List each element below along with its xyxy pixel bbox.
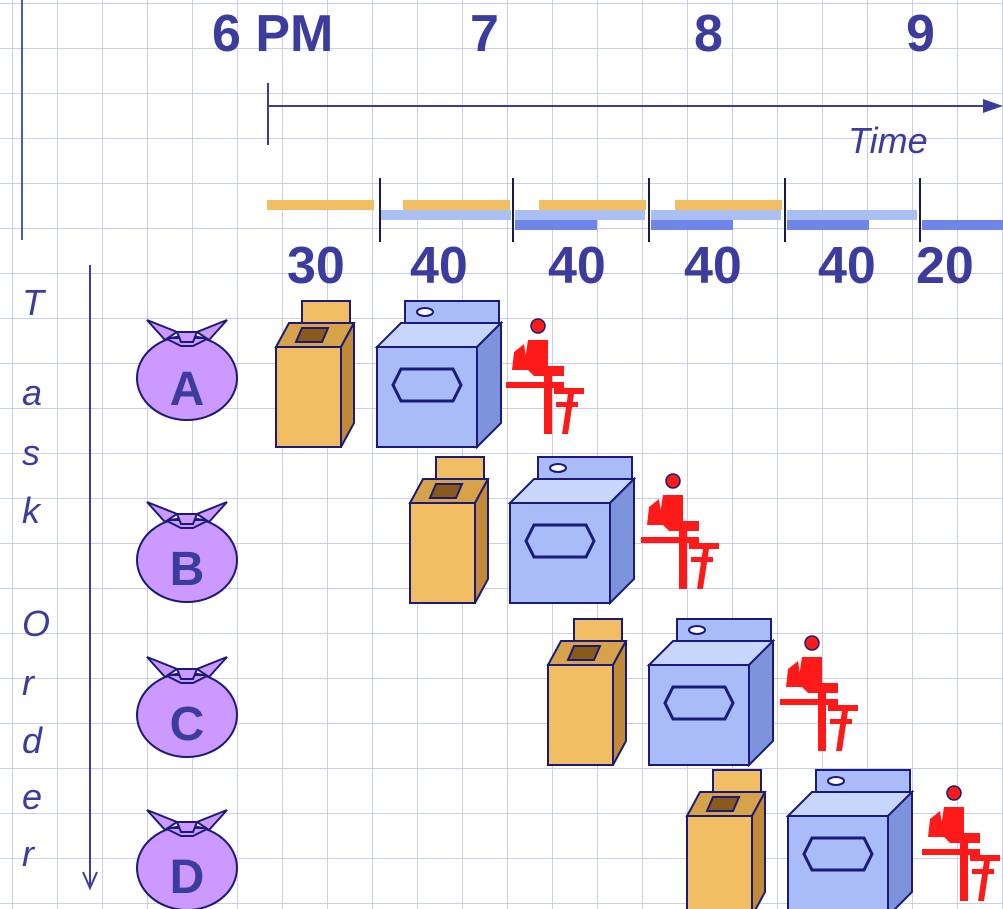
washer-icon: [687, 770, 765, 909]
fold-bar: [651, 220, 733, 230]
dryer-icon: [649, 619, 773, 765]
laundry-bag-icon: B: [137, 502, 237, 602]
laundry-bag-icon: C: [137, 657, 237, 757]
wash-bar: [539, 200, 646, 210]
fold-bar: [922, 220, 1003, 230]
time-axis-arrowhead: [983, 99, 1003, 113]
wash-bar: [675, 200, 782, 210]
dryer-icon: [510, 457, 634, 603]
task-label-d: D: [170, 851, 205, 904]
fold-bar: [515, 220, 597, 230]
washer-icon: [410, 457, 488, 603]
washer-icon: [276, 301, 354, 447]
dry-bar: [515, 210, 645, 220]
laundry-bag-icon: A: [137, 320, 237, 420]
dry-bar: [787, 210, 917, 220]
folding-person-icon: [780, 636, 858, 751]
task-label-b: B: [170, 543, 205, 596]
wash-bar: [267, 200, 374, 210]
folding-person-icon: [641, 474, 719, 589]
task-label-a: A: [170, 363, 205, 416]
dry-bar: [381, 210, 511, 220]
folding-person-icon: [506, 319, 584, 434]
fold-bar: [787, 220, 869, 230]
folding-person-icon: [922, 786, 1000, 901]
wash-bar: [403, 200, 510, 210]
dryer-icon: [377, 301, 501, 447]
dryer-icon: [788, 770, 912, 909]
dry-bar: [651, 210, 781, 220]
washer-icon: [548, 619, 626, 765]
task-label-c: C: [170, 698, 205, 751]
laundry-bag-icon: D: [137, 810, 237, 909]
